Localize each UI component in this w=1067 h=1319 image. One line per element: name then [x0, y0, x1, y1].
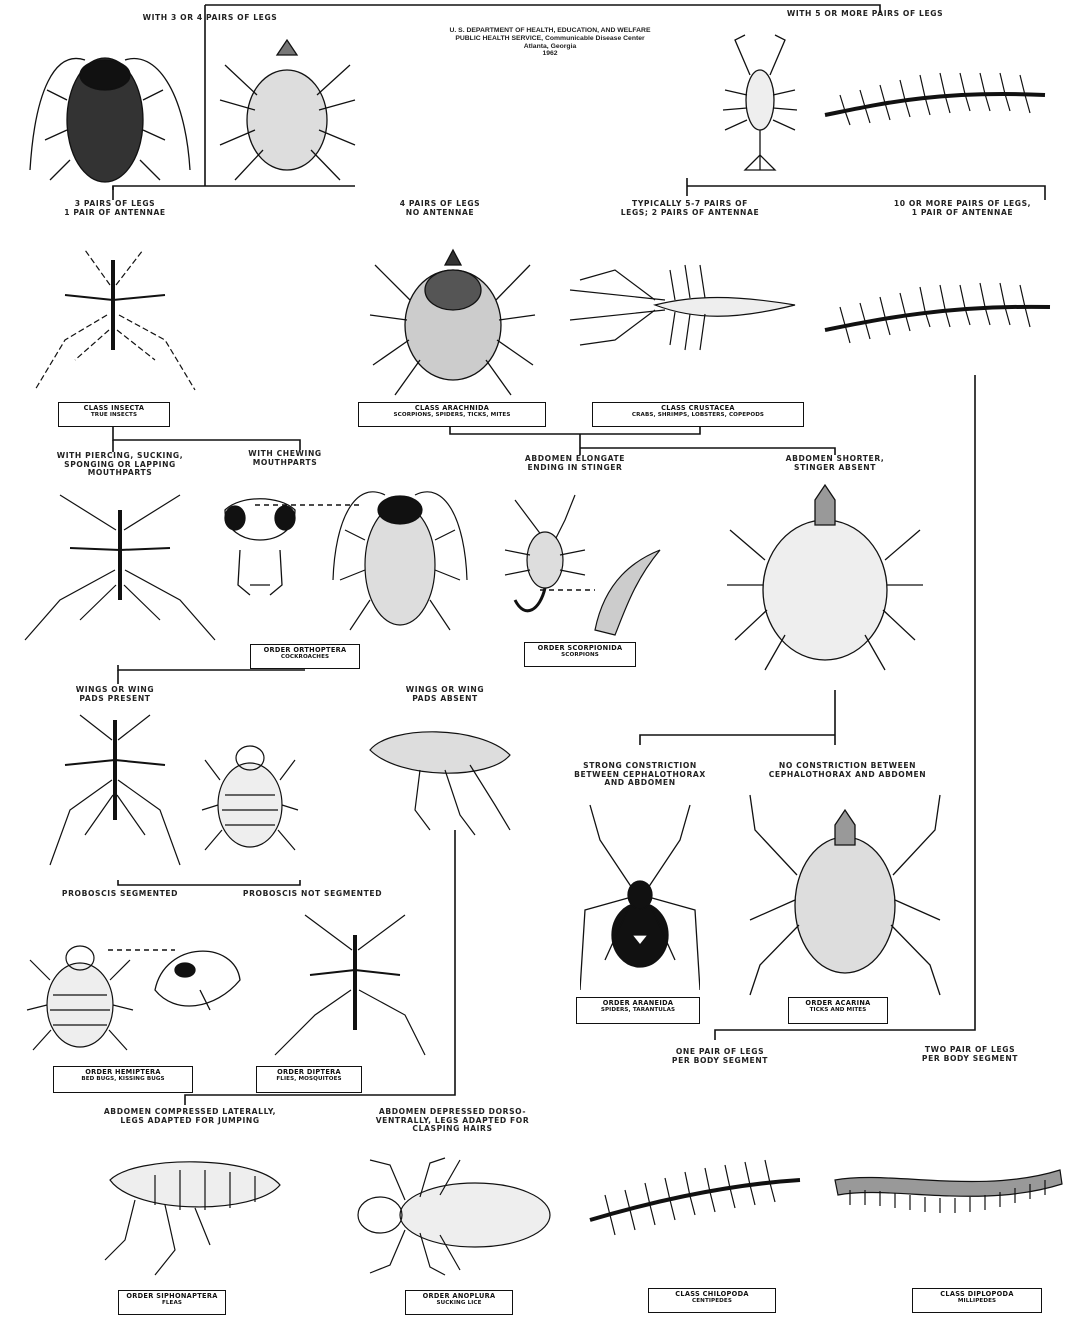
box-order-anoplura: ORDER ANOPLURA SUCKING LICE	[405, 1290, 513, 1315]
label-chewing-mouthparts: WITH CHEWING MOUTHPARTS	[230, 450, 340, 467]
orthoptera-sub: COCKROACHES	[253, 654, 357, 661]
cockroach-icon	[25, 30, 195, 190]
flea-icon	[360, 720, 520, 840]
insecta-name: CLASS INSECTA	[61, 404, 167, 412]
label-stinger-absent: ABDOMEN SHORTER, STINGER ABSENT	[740, 455, 930, 472]
chilopoda-sub: CENTIPEDES	[651, 1298, 773, 1305]
box-class-crustacea: CLASS CRUSTACEA CRABS, SHRIMPS, LOBSTERS…	[592, 402, 804, 427]
tick-icon	[215, 25, 360, 185]
mosquito-icon	[25, 240, 205, 400]
anoplura-sub: SUCKING LICE	[408, 1300, 510, 1307]
centipede-mid-icon	[815, 265, 1060, 350]
label-insecta-key: 3 PAIRS OF LEGS 1 PAIR OF ANTENNAE	[25, 200, 205, 217]
insecta-sub: TRUE INSECTS	[61, 412, 167, 419]
diptera-sub: FLIES, MOSQUITOES	[259, 1076, 359, 1083]
label-crustacea-key: TYPICALLY 5-7 PAIRS OF LEGS; 2 PAIRS OF …	[580, 200, 800, 217]
tick-no-stinger-icon	[725, 480, 925, 675]
tick-arachnida-icon	[365, 225, 540, 400]
centipede-top-icon	[815, 55, 1055, 135]
box-class-insecta: CLASS INSECTA TRUE INSECTS	[58, 402, 170, 427]
anoplura-name: ORDER ANOPLURA	[408, 1292, 510, 1300]
label-abdomen-stinger: ABDOMEN ELONGATE ENDING IN STINGER	[490, 455, 660, 472]
spider-icon	[580, 800, 700, 995]
label-arachnida-key: 4 PAIRS OF LEGS NO ANTENNAE	[340, 200, 540, 217]
araneida-name: ORDER ARANEIDA	[579, 999, 697, 1007]
scorpionida-name: ORDER SCORPIONIDA	[527, 644, 633, 652]
header-line2: PUBLIC HEALTH SERVICE, Communicable Dise…	[380, 35, 720, 43]
label-one-pair-per-segment: ONE PAIR OF LEGS PER BODY SEGMENT	[630, 1048, 810, 1065]
mosquito-winged-icon	[40, 710, 190, 870]
box-order-scorpionida: ORDER SCORPIONIDA SCORPIONS	[524, 642, 636, 667]
label-myriapod-key: 10 OR MORE PAIRS OF LEGS, 1 PAIR OF ANTE…	[860, 200, 1065, 217]
chilopoda-name: CLASS CHILOPODA	[651, 1290, 773, 1298]
proboscis-detail-icon	[145, 930, 245, 1020]
siphonaptera-sub: FLEAS	[121, 1300, 223, 1307]
label-wings-present: WINGS OR WING PADS PRESENT	[40, 686, 190, 703]
label-depressed-dorsoventrally: ABDOMEN DEPRESSED DORSO- VENTRALLY, LEGS…	[330, 1108, 575, 1134]
cockroach-head-icon	[210, 490, 310, 600]
label-proboscis-not-segmented: PROBOSCIS NOT SEGMENTED	[215, 890, 410, 899]
louse-anoplura-icon	[350, 1155, 560, 1280]
hemiptera-sub: BED BUGS, KISSING BUGS	[56, 1076, 190, 1083]
diplopoda-sub: MILLIPEDES	[915, 1298, 1039, 1305]
scorpion-icon	[495, 480, 670, 640]
millipede-diplopoda-icon	[830, 1160, 1065, 1220]
label-strong-constriction: STRONG CONSTRICTION BETWEEN CEPHALOTHORA…	[545, 762, 735, 788]
box-order-siphonaptera: ORDER SIPHONAPTERA FLEAS	[118, 1290, 226, 1315]
tick-acarina-icon	[745, 790, 945, 1000]
label-no-constriction: NO CONSTRICTION BETWEEN CEPHALOTHORAX AN…	[735, 762, 960, 779]
flea-siphonaptera-icon	[95, 1150, 285, 1280]
header-line4: 1962	[380, 50, 720, 58]
cockroach-chewing-icon	[325, 470, 475, 635]
box-class-diplopoda: CLASS DIPLOPODA MILLIPEDES	[912, 1288, 1042, 1313]
crustacea-sub: CRABS, SHRIMPS, LOBSTERS, COPEPODS	[595, 412, 801, 419]
scorpionida-sub: SCORPIONS	[527, 652, 633, 659]
acarina-name: ORDER ACARINA	[791, 999, 885, 1007]
label-two-pair-per-segment: TWO PAIR OF LEGS PER BODY SEGMENT	[880, 1046, 1060, 1063]
mosquito-piercing-icon	[20, 490, 220, 645]
arachnida-sub: SCORPIONS, SPIDERS, TICKS, MITES	[361, 412, 543, 419]
label-3-or-4-pairs: WITH 3 OR 4 PAIRS OF LEGS	[110, 14, 310, 23]
bedbug-hemiptera-icon	[25, 930, 135, 1055]
header-line3: Atlanta, Georgia	[380, 43, 720, 51]
lobster-icon	[565, 250, 810, 365]
label-wings-absent: WINGS OR WING PADS ABSENT	[370, 686, 520, 703]
araneida-sub: SPIDERS, TARANTULAS	[579, 1007, 697, 1014]
box-order-orthoptera: ORDER ORTHOPTERA COCKROACHES	[250, 644, 360, 669]
box-order-hemiptera: ORDER HEMIPTERA BED BUGS, KISSING BUGS	[53, 1066, 193, 1093]
crustacea-name: CLASS CRUSTACEA	[595, 404, 801, 412]
diptera-name: ORDER DIPTERA	[259, 1068, 359, 1076]
diplopoda-name: CLASS DIPLOPODA	[915, 1290, 1039, 1298]
label-proboscis-segmented: PROBOSCIS SEGMENTED	[30, 890, 210, 899]
hemiptera-name: ORDER HEMIPTERA	[56, 1068, 190, 1076]
centipede-chilopoda-icon	[580, 1150, 810, 1240]
header-line1: U. S. DEPARTMENT OF HEALTH, EDUCATION, A…	[380, 27, 720, 35]
box-order-acarina: ORDER ACARINA TICKS AND MITES	[788, 997, 888, 1024]
box-class-chilopoda: CLASS CHILOPODA CENTIPEDES	[648, 1288, 776, 1313]
crayfish-icon	[715, 30, 805, 180]
box-class-arachnida: CLASS ARACHNIDA SCORPIONS, SPIDERS, TICK…	[358, 402, 546, 427]
box-order-araneida: ORDER ARANEIDA SPIDERS, TARANTULAS	[576, 997, 700, 1024]
label-5-or-more-pairs: WITH 5 OR MORE PAIRS OF LEGS	[745, 10, 985, 19]
bedbug-icon	[200, 730, 300, 855]
publisher-header: U. S. DEPARTMENT OF HEALTH, EDUCATION, A…	[380, 27, 720, 58]
orthoptera-name: ORDER ORTHOPTERA	[253, 646, 357, 654]
acarina-sub: TICKS AND MITES	[791, 1007, 885, 1014]
siphonaptera-name: ORDER SIPHONAPTERA	[121, 1292, 223, 1300]
arachnida-name: CLASS ARACHNIDA	[361, 404, 543, 412]
box-order-diptera: ORDER DIPTERA FLIES, MOSQUITOES	[256, 1066, 362, 1093]
label-compressed-laterally: ABDOMEN COMPRESSED LATERALLY, LEGS ADAPT…	[50, 1108, 330, 1125]
mosquito-diptera-icon	[255, 905, 435, 1065]
label-piercing-mouthparts: WITH PIERCING, SUCKING, SPONGING OR LAPP…	[20, 452, 220, 478]
